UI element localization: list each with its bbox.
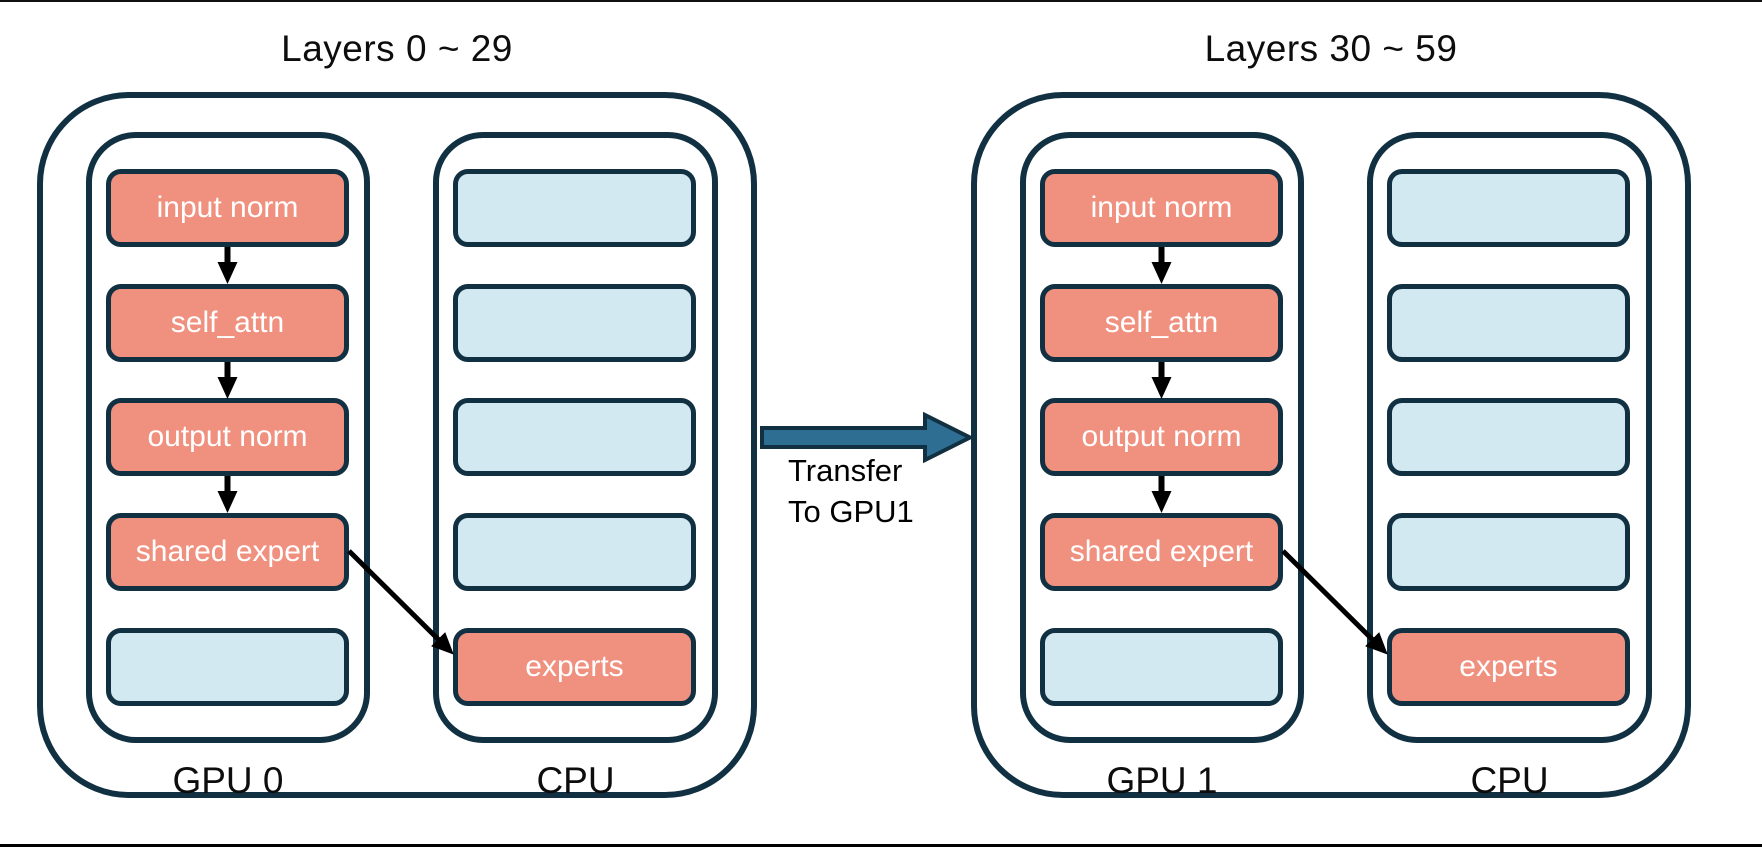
- empty-slot-box: [1387, 169, 1630, 247]
- cpu-label-left: CPU: [536, 760, 615, 801]
- input-norm-box: input norm: [1040, 169, 1283, 247]
- transfer-label-line2: To GPU1: [788, 494, 914, 529]
- empty-slot-box: [1387, 284, 1630, 362]
- output-norm-box: output norm: [1040, 398, 1283, 476]
- empty-slot-box: [1387, 398, 1630, 476]
- empty-slot-box: [1040, 628, 1283, 706]
- input-norm-box: input norm: [106, 169, 349, 247]
- empty-slot-box: [453, 513, 696, 591]
- empty-slot-box: [453, 398, 696, 476]
- output-norm-box: output norm: [106, 398, 349, 476]
- shared-expert-box: shared expert: [106, 513, 349, 591]
- transfer-arrow-icon: [760, 411, 975, 464]
- slide-top-border: [0, 0, 1762, 2]
- self-attn-box: self_attn: [1040, 284, 1283, 362]
- empty-slot-box: [453, 284, 696, 362]
- transfer-label: Transfer To GPU1: [788, 450, 1008, 532]
- layers-0-29-group: input norm self_attn output norm shared …: [37, 92, 757, 801]
- experts-box: experts: [453, 628, 696, 706]
- group-title-layers-0-29: Layers 0 ~ 29: [281, 28, 513, 69]
- gpu0-label: GPU 0: [172, 760, 284, 801]
- layers-30-59-group: input norm self_attn output norm shared …: [971, 92, 1691, 801]
- cpu-label-right: CPU: [1470, 760, 1549, 801]
- transfer-label-line1: Transfer: [788, 453, 903, 488]
- self-attn-box: self_attn: [106, 284, 349, 362]
- gpu1-label: GPU 1: [1106, 760, 1218, 801]
- shared-expert-box: shared expert: [1040, 513, 1283, 591]
- slide-bottom-border: [0, 844, 1762, 847]
- group-title-layers-30-59: Layers 30 ~ 59: [1204, 28, 1458, 69]
- experts-box: experts: [1387, 628, 1630, 706]
- empty-slot-box: [106, 628, 349, 706]
- empty-slot-box: [1387, 513, 1630, 591]
- empty-slot-box: [453, 169, 696, 247]
